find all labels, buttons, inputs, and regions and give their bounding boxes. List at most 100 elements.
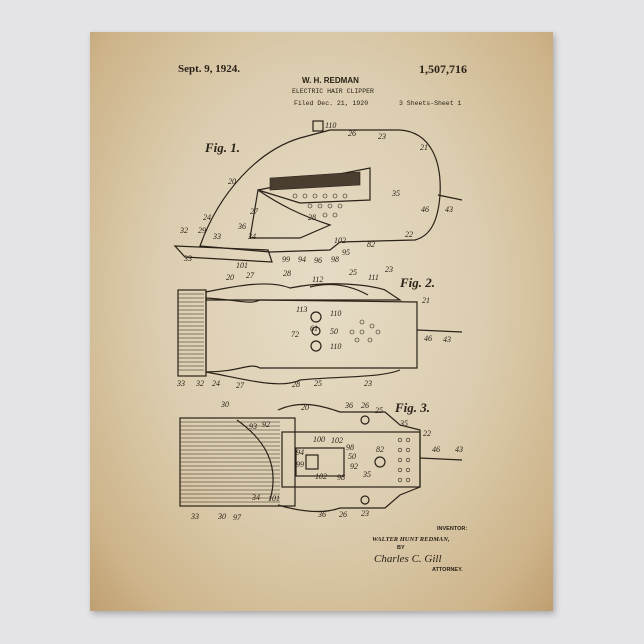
reference-numeral: 101 bbox=[236, 261, 248, 270]
reference-numeral: 33 bbox=[176, 379, 185, 388]
reference-numeral: 61 bbox=[310, 324, 318, 333]
reference-numeral: 25 bbox=[349, 268, 357, 277]
reference-numeral: 110 bbox=[325, 121, 336, 130]
reference-numeral: 29 bbox=[198, 226, 206, 235]
reference-numeral: 46 bbox=[421, 205, 429, 214]
reference-numeral: 24 bbox=[212, 379, 220, 388]
reference-numeral: 30 bbox=[220, 400, 229, 409]
reference-numeral: 102 bbox=[315, 472, 327, 481]
reference-numeral: 113 bbox=[296, 305, 307, 314]
reference-numeral: 20 bbox=[301, 403, 309, 412]
reference-numeral: 99 bbox=[296, 460, 304, 469]
figure-label: Fig. 1. bbox=[204, 140, 240, 155]
reference-numeral: 28 bbox=[292, 380, 300, 389]
vent-hole bbox=[398, 468, 402, 472]
reference-numeral: 101 bbox=[268, 494, 280, 503]
reference-numeral: 36 bbox=[317, 510, 326, 519]
reference-numeral: 111 bbox=[368, 273, 379, 282]
reference-numeral: 100 bbox=[313, 435, 325, 444]
reference-numeral: 27 bbox=[236, 381, 245, 390]
reference-numeral: 36 bbox=[237, 222, 246, 231]
reference-numeral: 23 bbox=[378, 132, 386, 141]
reference-numeral: 96 bbox=[314, 256, 322, 265]
reference-numeral: 98 bbox=[346, 443, 354, 452]
reference-numeral: 95 bbox=[342, 248, 350, 257]
figure-label: Fig. 2. bbox=[399, 275, 435, 290]
reference-numeral: 26 bbox=[361, 401, 369, 410]
reference-numeral: 27 bbox=[246, 271, 255, 280]
reference-numeral: 36 bbox=[344, 401, 353, 410]
reference-numeral: 94 bbox=[298, 255, 306, 264]
reference-numeral: 99 bbox=[282, 255, 290, 264]
vent-hole bbox=[398, 448, 402, 452]
reference-numeral: 35 bbox=[399, 419, 408, 428]
figure-label: Fig. 3. bbox=[394, 400, 430, 415]
attorney-signature: Charles C. Gill bbox=[374, 554, 442, 565]
reference-numeral: 23 bbox=[364, 379, 372, 388]
reference-numeral: 50 bbox=[330, 327, 338, 336]
reference-numeral: 33 bbox=[190, 512, 199, 521]
reference-numeral: 110 bbox=[330, 309, 341, 318]
reference-numeral: 35 bbox=[391, 189, 400, 198]
reference-numeral: 22 bbox=[405, 230, 413, 239]
reference-numeral: 22 bbox=[423, 429, 431, 438]
reference-numeral: 32 bbox=[179, 226, 188, 235]
vent-hole bbox=[406, 468, 410, 472]
reference-numeral: 21 bbox=[420, 143, 428, 152]
reference-numeral: 30 bbox=[217, 512, 226, 521]
reference-numeral: 20 bbox=[228, 177, 236, 186]
reference-numeral: 97 bbox=[233, 513, 242, 522]
reference-numeral: 34 bbox=[247, 232, 256, 241]
reference-numeral: 24 bbox=[203, 213, 211, 222]
vent-hole bbox=[398, 438, 402, 442]
reference-numeral: 82 bbox=[376, 445, 384, 454]
vent-hole bbox=[406, 438, 410, 442]
reference-numeral: 72 bbox=[291, 330, 299, 339]
reference-numeral: 102 bbox=[331, 436, 343, 445]
reference-numeral: 32 bbox=[195, 379, 204, 388]
vent-hole bbox=[406, 458, 410, 462]
reference-numeral: 28 bbox=[308, 213, 316, 222]
reference-numeral: 33 bbox=[212, 232, 221, 241]
reference-numeral: 112 bbox=[312, 275, 323, 284]
reference-numeral: 98 bbox=[337, 473, 345, 482]
reference-numeral: 43 bbox=[445, 205, 453, 214]
vent-hole bbox=[398, 458, 402, 462]
vent-hole bbox=[398, 478, 402, 482]
reference-numeral: 102 bbox=[334, 236, 346, 245]
reference-numeral: 26 bbox=[348, 129, 356, 138]
inventor-label: INVENTOR: bbox=[437, 527, 467, 533]
reference-numeral: 46 bbox=[432, 445, 440, 454]
reference-numeral: 98 bbox=[331, 255, 339, 264]
reference-numeral: 23 bbox=[385, 265, 393, 274]
fig3-clipper-bottom-view bbox=[180, 404, 462, 511]
reference-numeral: 26 bbox=[339, 510, 347, 519]
vent-hole bbox=[406, 448, 410, 452]
reference-numeral: 50 bbox=[348, 452, 356, 461]
reference-numeral: 34 bbox=[251, 493, 260, 502]
vent-hole bbox=[406, 478, 410, 482]
reference-numeral: 27 bbox=[250, 207, 259, 216]
inventor-name: WALTER HUNT REDMAN, bbox=[372, 537, 450, 544]
reference-numeral: 33 bbox=[183, 254, 192, 263]
reference-numeral: 110 bbox=[330, 342, 341, 351]
reference-numeral: 43 bbox=[455, 445, 463, 454]
reference-numeral: 25 bbox=[314, 379, 322, 388]
reference-numeral: 25 bbox=[375, 406, 383, 415]
reference-numeral: 23 bbox=[361, 509, 369, 518]
fig2-clipper-top-view bbox=[178, 284, 462, 384]
reference-numeral: 94 bbox=[296, 448, 304, 457]
attorney-label: ATTORNEY. bbox=[432, 568, 463, 574]
by-label: BY bbox=[397, 546, 405, 552]
reference-numeral: 92 bbox=[262, 420, 270, 429]
reference-numeral: 35 bbox=[362, 470, 371, 479]
reference-numeral: 20 bbox=[226, 273, 234, 282]
reference-numeral: 28 bbox=[283, 269, 291, 278]
reference-numeral: 92 bbox=[350, 462, 358, 471]
reference-numeral: 21 bbox=[422, 296, 430, 305]
reference-numeral: 46 bbox=[424, 334, 432, 343]
reference-numeral: 43 bbox=[443, 335, 451, 344]
reference-numeral: 82 bbox=[367, 240, 375, 249]
reference-numeral: 93 bbox=[249, 422, 257, 431]
